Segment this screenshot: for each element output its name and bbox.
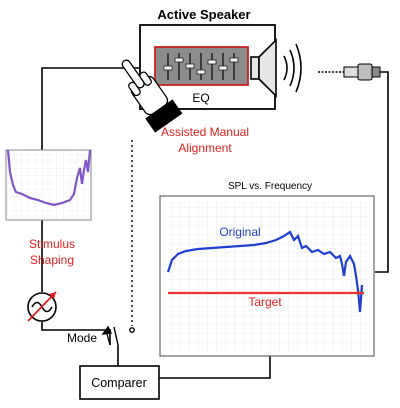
spl-chart-grid xyxy=(166,202,368,350)
signal-generator-icon xyxy=(27,291,57,322)
eq-label: EQ xyxy=(192,91,209,105)
eq-sliders xyxy=(167,53,235,80)
chart-title: SPL vs. Frequency xyxy=(228,181,312,192)
eq-panel xyxy=(154,46,249,86)
wire-chart-to-mic xyxy=(375,71,389,273)
hand-pointer-icon xyxy=(121,59,183,133)
mode-label: Mode xyxy=(67,331,97,345)
original-curve xyxy=(166,230,364,313)
sound-waves-icon xyxy=(283,43,302,93)
stimulus-label-line2: Shaping xyxy=(30,253,74,267)
microphone-icon xyxy=(318,63,381,81)
wire-comparer-to-chart xyxy=(159,356,271,379)
target-label: Target xyxy=(248,295,282,309)
wire-eq-to-left xyxy=(41,67,155,150)
speaker-driver-icon xyxy=(250,38,277,98)
active-speaker-title: Active Speaker xyxy=(157,7,250,22)
stimulus-chart xyxy=(5,149,92,221)
switch-icon xyxy=(101,325,135,346)
comparer-box xyxy=(79,365,160,400)
alignment-label-line1: Assisted Manual xyxy=(161,125,249,139)
comparer-label: Comparer xyxy=(91,376,147,390)
stimulus-curve xyxy=(6,149,92,207)
eq-slider-knobs xyxy=(163,57,239,75)
wiring xyxy=(41,67,389,379)
original-label: Original xyxy=(219,225,260,239)
stimulus-label-line1: Stimulus xyxy=(29,237,75,251)
alignment-label-line2: Alignment xyxy=(178,141,232,155)
wire-generator-to-switch xyxy=(41,322,111,345)
